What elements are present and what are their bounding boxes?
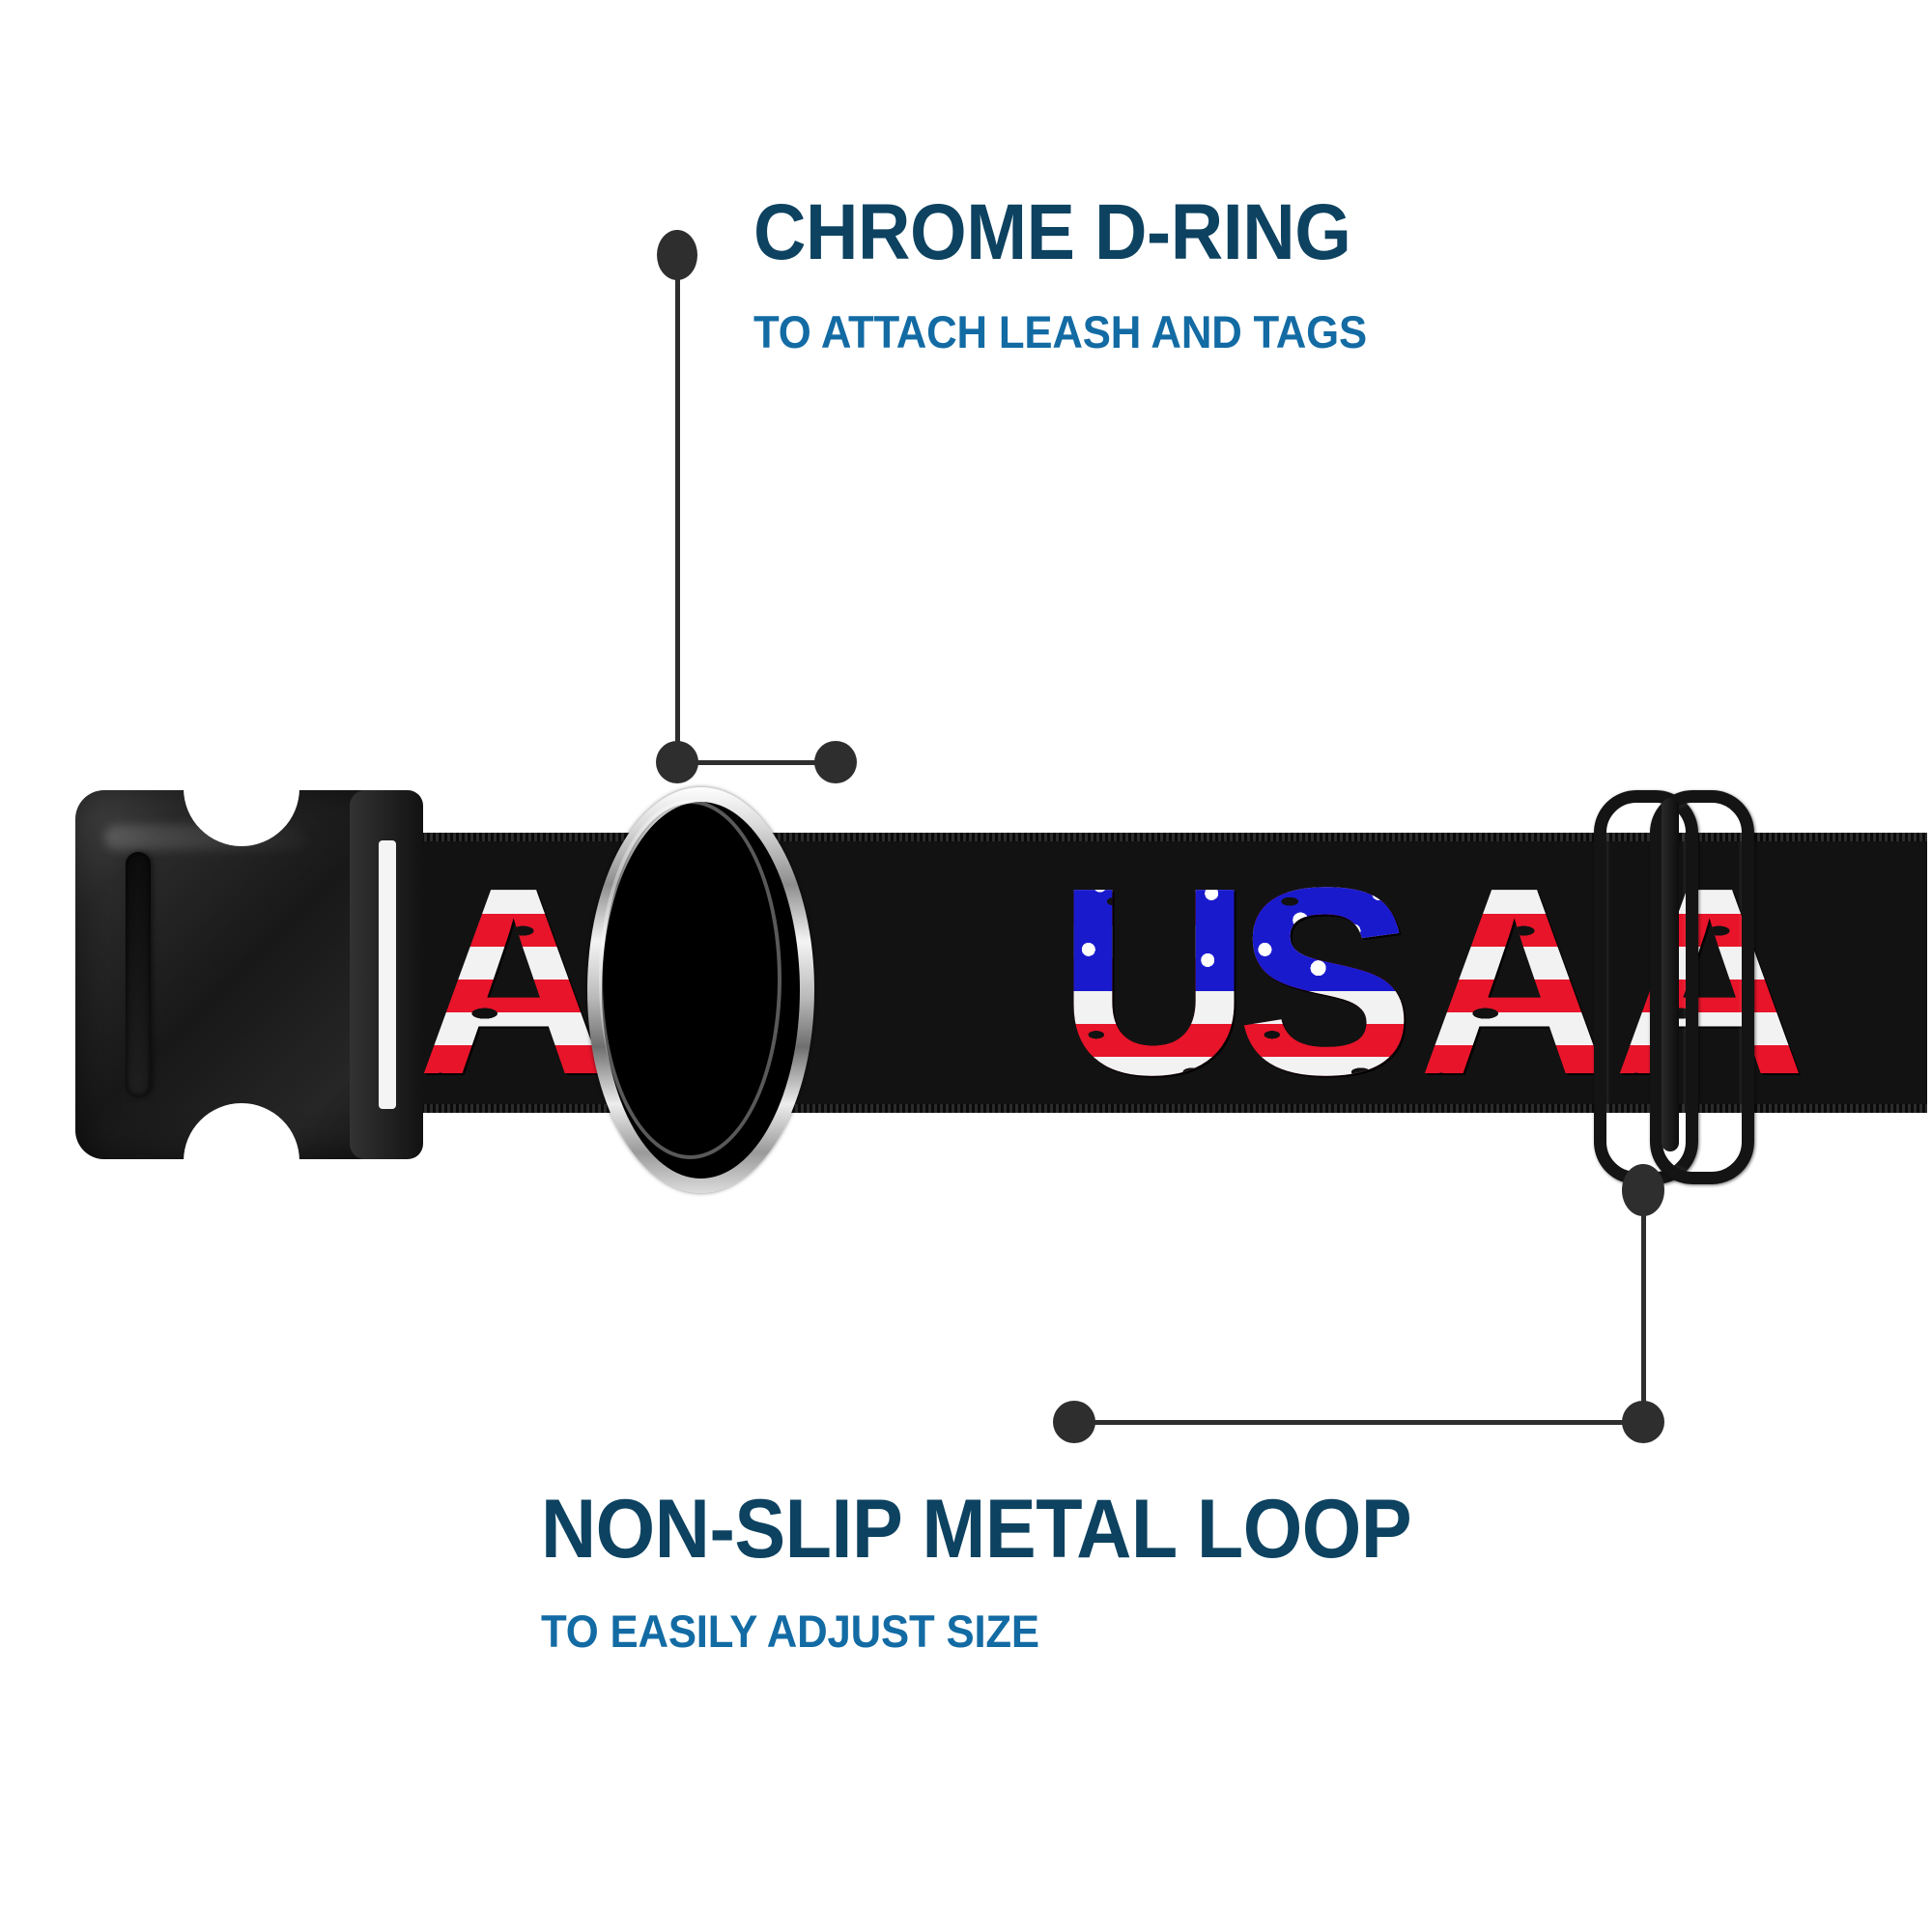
leader-dot-top-start — [657, 230, 697, 280]
buckle-highlight — [104, 825, 307, 850]
buckle-webbing-slot — [379, 840, 396, 1109]
leader-line-vertical-bottom — [1641, 1208, 1646, 1422]
leader-line-horizontal-top — [688, 760, 831, 765]
callout-title-chrome-d-ring: CHROME D-RING — [753, 188, 1351, 276]
chrome-d-ring-inner-edge — [599, 800, 781, 1159]
strap-edge-mask — [1927, 811, 1932, 1140]
print-star-icon — [601, 887, 771, 1049]
buckle-rim — [350, 790, 423, 1159]
buckle-body — [75, 790, 423, 1159]
callout-subtitle-chrome-d-ring: TO ATTACH LEASH AND TAGS — [753, 306, 1367, 357]
callout-title-non-slip-metal-loop: NON-SLIP METAL LOOP — [541, 1483, 1412, 1576]
buckle-release-prong — [126, 852, 151, 1097]
leader-line-horizontal-bottom — [1072, 1420, 1637, 1425]
leader-line-vertical-top — [675, 272, 680, 763]
chrome-d-ring — [587, 787, 814, 1193]
buckle-notch-top — [184, 763, 299, 846]
buckle-notch-bottom — [184, 1103, 299, 1186]
leader-dot-top-end — [814, 741, 857, 783]
print-letter-a-left: A — [417, 833, 611, 1130]
collar-webbing — [401, 833, 1932, 1113]
print-letter-a-right: A — [1613, 833, 1806, 1130]
non-slip-metal-loop — [1594, 790, 1754, 1184]
metal-loop-ring-left — [1594, 790, 1698, 1184]
print-letter-a-middle: A — [1418, 833, 1611, 1130]
metal-loop-center-bar — [1662, 798, 1679, 1151]
side-release-buckle — [75, 763, 423, 1186]
callout-subtitle-non-slip-metal-loop: TO EASILY ADJUST SIZE — [541, 1605, 1039, 1657]
print-letter-u: U — [1058, 833, 1251, 1130]
metal-loop-ring-right — [1650, 790, 1754, 1184]
print-letter-s: S — [1236, 833, 1415, 1130]
print-star-highlight — [676, 894, 684, 1019]
leader-dot-bottom-end — [1053, 1401, 1095, 1443]
